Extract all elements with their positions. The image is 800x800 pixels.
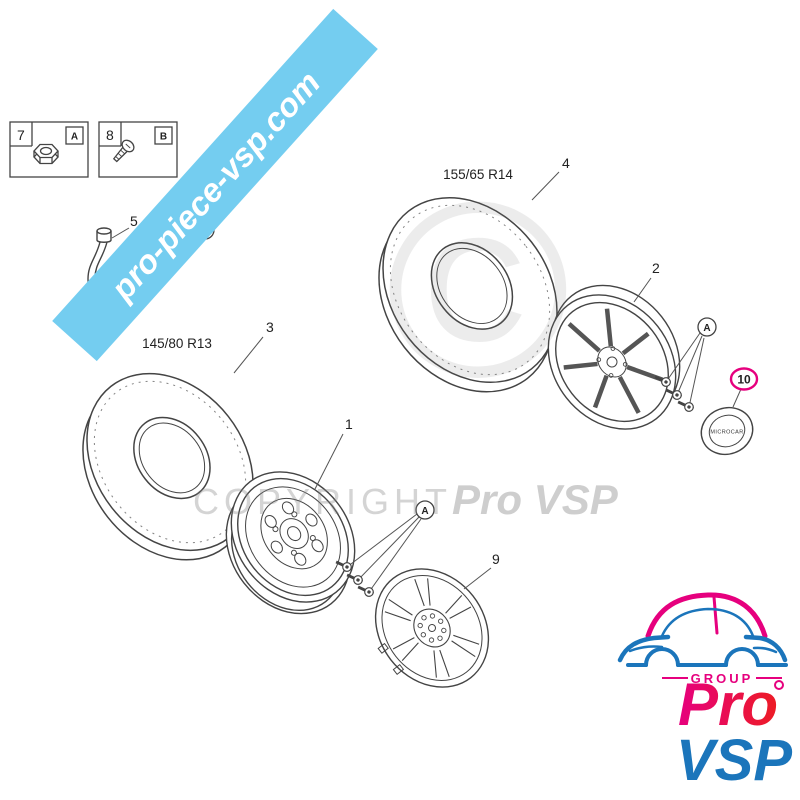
alloy-spokes (563, 308, 664, 414)
legend-screw-number: 8 (106, 127, 114, 143)
center-cap-brand: MICROCAR (710, 430, 743, 436)
leader-alloy-wheel (633, 277, 652, 303)
leader-steel-wheel (314, 433, 344, 490)
callout-valve-number: 5 (130, 213, 138, 229)
logo-trademark-dot (774, 680, 784, 690)
screw-icon (112, 139, 135, 163)
site-ribbon-text: pro-piece-vsp.com (103, 64, 328, 308)
callout-alloy-wheel-number: 2 (652, 260, 660, 276)
leader-valve (111, 227, 130, 239)
tire-14 (378, 196, 558, 393)
callout-hubcap-number: 9 (492, 551, 500, 567)
tire-13 (82, 372, 254, 561)
copyright-watermark-brand: Pro VSP (452, 476, 619, 523)
bolt-icon (335, 560, 352, 572)
logo-brand-vsp: VSP (676, 728, 792, 793)
callout-tire13-number: 3 (266, 319, 274, 335)
copyright-symbol-watermark: © (386, 150, 570, 429)
nut-icon (33, 143, 59, 165)
callout-steel-wheel-number: 1 (345, 416, 353, 432)
bolt-icon (654, 375, 671, 387)
svg-text:A: A (421, 506, 428, 517)
svg-text:A: A (703, 323, 710, 334)
legend-screw-letter: B (160, 132, 167, 143)
label-tire14-size: 155/65 R14 (443, 167, 513, 182)
alloy-wheel (547, 284, 681, 430)
steel-wheel-boltholes (272, 511, 316, 556)
alloy-boltholes (596, 346, 628, 378)
bolt-icon (665, 388, 682, 400)
logo-car-sketch (617, 592, 788, 667)
leader-tire13 (233, 336, 264, 374)
site-ribbon: pro-piece-vsp.com (52, 8, 378, 362)
bolt-icon (346, 573, 363, 585)
legend-nut-letter: A (71, 132, 78, 143)
ref-bolts-alloy: A (654, 317, 717, 412)
bolt-icon (357, 585, 374, 597)
callout-center-cap: 10 (729, 367, 759, 408)
hubcap-holes (417, 613, 447, 643)
label-tire13-size: 145/80 R13 (142, 336, 212, 351)
legend-nut-number: 7 (17, 127, 25, 143)
leader-hubcap (463, 567, 492, 590)
legend-nut-box: 7 A (9, 121, 89, 178)
bolt-icon (677, 400, 694, 412)
logo-brand-pro: Pro (678, 671, 778, 738)
ref-bolts-steel: A (335, 500, 435, 597)
callout-tire14-number: 4 (562, 155, 570, 171)
logo-group-label: GROUP (691, 671, 754, 686)
brand-logo: GROUP Pro VSP (617, 592, 792, 793)
svg-text:10: 10 (737, 373, 751, 387)
hubcap (374, 568, 490, 688)
leader-tire14 (531, 171, 560, 201)
center-cap (700, 406, 754, 456)
legend-screw-box: 8 B (98, 121, 178, 178)
hubcap-spokes (384, 578, 480, 678)
steel-wheel (225, 471, 356, 615)
copyright-watermark-word: COPYRIGHT (193, 481, 452, 522)
